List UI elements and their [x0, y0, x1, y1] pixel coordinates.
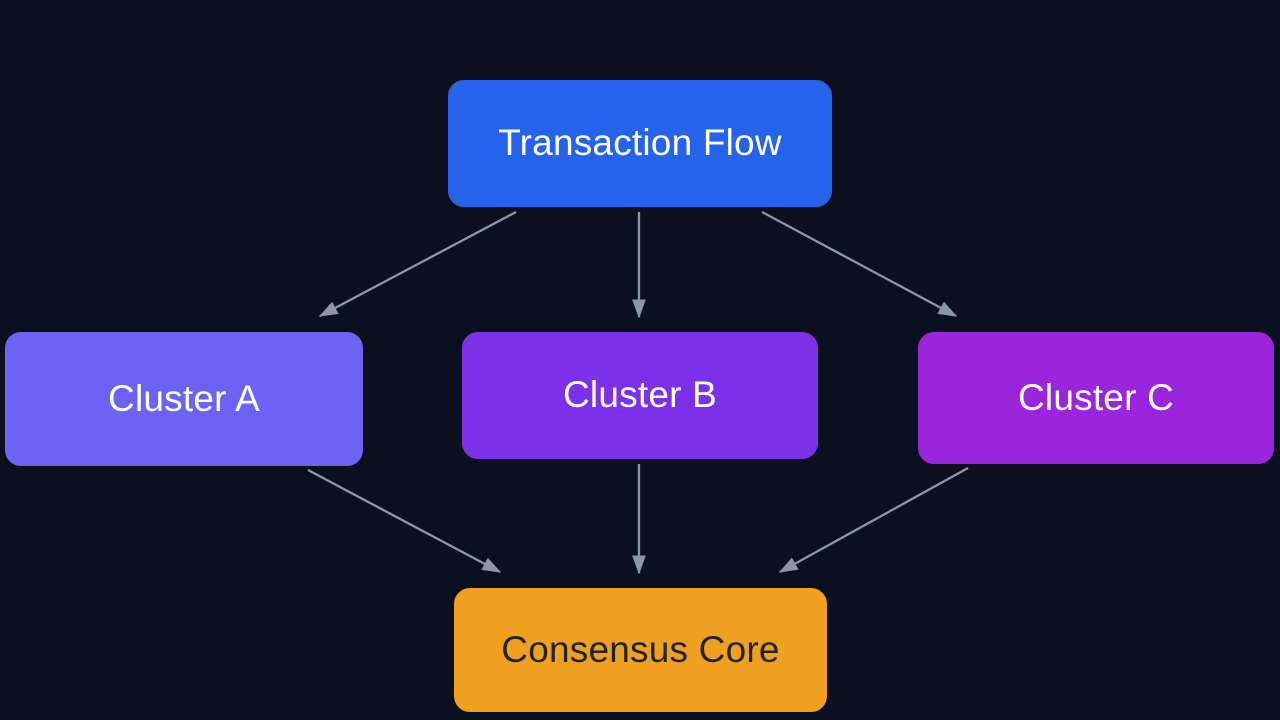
- node-transaction-flow-label: Transaction Flow: [498, 122, 782, 164]
- edge-cluster-c-to-core: [778, 466, 969, 574]
- node-cluster-c[interactable]: Cluster C: [916, 330, 1276, 466]
- node-cluster-b[interactable]: Cluster B: [460, 330, 820, 461]
- node-cluster-a[interactable]: Cluster A: [3, 330, 365, 468]
- node-cluster-b-label: Cluster B: [563, 374, 717, 416]
- edge-root-to-cluster-c: [761, 210, 958, 318]
- edge-root-to-cluster-a: [318, 210, 517, 318]
- node-transaction-flow[interactable]: Transaction Flow: [446, 78, 834, 209]
- edge-cluster-a-to-core: [307, 468, 502, 574]
- node-cluster-a-label: Cluster A: [108, 377, 260, 419]
- node-consensus-core-label: Consensus Core: [501, 628, 780, 670]
- node-consensus-core[interactable]: Consensus Core: [452, 586, 829, 714]
- node-cluster-c-label: Cluster C: [1018, 376, 1174, 418]
